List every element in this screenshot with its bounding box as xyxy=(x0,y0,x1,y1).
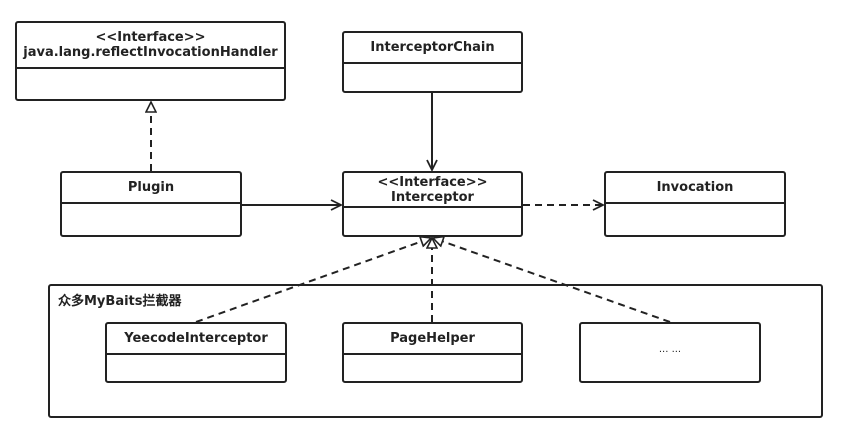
interceptor-interface[interactable]: <<Interface>> Interceptor xyxy=(342,171,523,237)
yeecode-interceptor-class[interactable]: YeecodeInterceptor xyxy=(105,322,287,383)
yeecode-implements-interceptor-edge xyxy=(195,238,431,323)
invocation-class[interactable]: Invocation xyxy=(604,171,786,237)
invocation-handler-class[interactable]: <<Interface>> java.lang.reflectInvocatio… xyxy=(15,21,286,101)
interceptor-header: <<Interface>> Interceptor xyxy=(344,173,521,208)
page-helper-class[interactable]: PageHelper xyxy=(342,322,523,383)
invocation-header: Invocation xyxy=(606,173,784,204)
mybatis-interceptors-group: 众多MyBaits拦截器 xyxy=(48,284,823,418)
invocation-handler-header: <<Interface>> java.lang.reflectInvocatio… xyxy=(17,23,284,69)
page-helper-header: PageHelper xyxy=(344,324,521,355)
group-label: 众多MyBaits拦截器 xyxy=(58,294,182,309)
more-interceptors-class[interactable]: ... ... xyxy=(579,322,761,383)
interceptor-stereotype: <<Interface>> xyxy=(377,174,488,190)
invocation-name: Invocation xyxy=(656,180,734,195)
interceptor-chain-name: InterceptorChain xyxy=(370,40,495,55)
plugin-header: Plugin xyxy=(62,173,240,204)
plugin-class[interactable]: Plugin xyxy=(60,171,242,237)
more-interceptors-ellipsis: ... ... xyxy=(658,344,682,355)
more-implements-interceptor-edge xyxy=(433,238,671,323)
invocation-handler-stereotype: <<Interface>> xyxy=(95,30,206,45)
interceptor-chain-header: InterceptorChain xyxy=(344,33,521,64)
yeecode-interceptor-name: YeecodeInterceptor xyxy=(124,331,268,346)
interceptor-name: Interceptor xyxy=(391,189,474,205)
invocation-handler-name: java.lang.reflectInvocationHandler xyxy=(23,45,278,60)
page-helper-name: PageHelper xyxy=(390,331,475,346)
interceptor-chain-class[interactable]: InterceptorChain xyxy=(342,31,523,93)
yeecode-interceptor-header: YeecodeInterceptor xyxy=(107,324,285,355)
plugin-name: Plugin xyxy=(127,180,175,195)
